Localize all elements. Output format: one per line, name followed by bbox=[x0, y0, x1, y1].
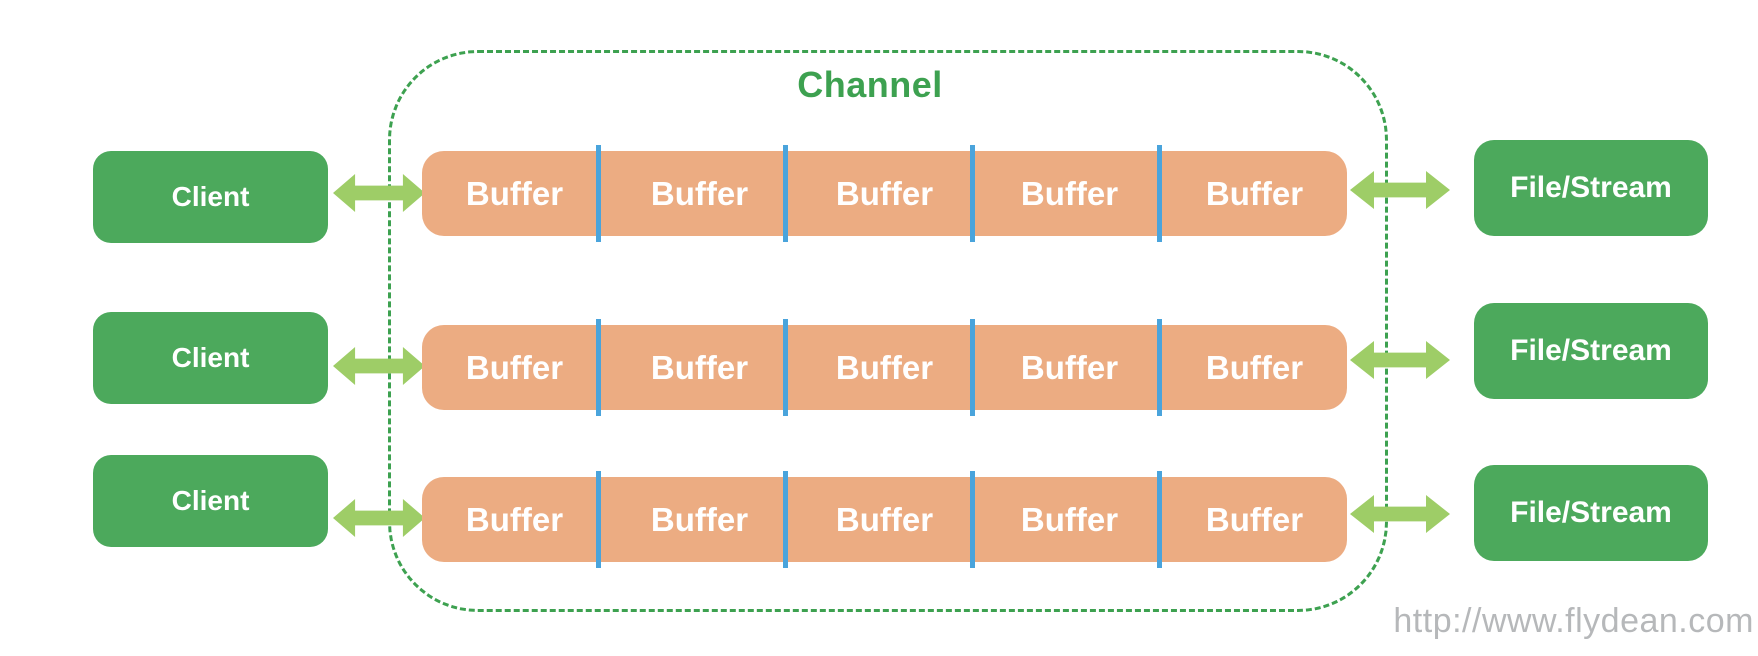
file-stream-label: File/Stream bbox=[1510, 496, 1672, 529]
buffer-segment: Buffer bbox=[465, 500, 564, 538]
channel-container bbox=[388, 50, 1388, 612]
buffer-segment: Buffer bbox=[650, 348, 749, 386]
buffer-segment: Buffer bbox=[1020, 174, 1119, 212]
buffer-divider bbox=[1157, 319, 1162, 416]
buffer-segment: Buffer bbox=[650, 174, 749, 212]
client-label: Client bbox=[171, 342, 250, 373]
bidirectional-arrow-icon bbox=[1350, 171, 1450, 209]
bidirectional-arrow-icon bbox=[1350, 495, 1450, 533]
client-box: Client bbox=[93, 455, 328, 547]
buffer-divider bbox=[970, 145, 975, 242]
buffer-segment: Buffer bbox=[1020, 348, 1119, 386]
channel-title: Channel bbox=[797, 64, 943, 105]
buffer-strip: Buffer Buffer Buffer Buffer Buffer bbox=[422, 319, 1347, 416]
buffer-segment: Buffer bbox=[1205, 174, 1304, 212]
client-label: Client bbox=[171, 181, 250, 212]
buffer-divider bbox=[596, 145, 601, 242]
buffer-divider bbox=[783, 319, 788, 416]
bidirectional-arrow-icon bbox=[1350, 341, 1450, 379]
buffer-segment: Buffer bbox=[465, 348, 564, 386]
buffer-divider bbox=[970, 471, 975, 568]
buffer-divider bbox=[1157, 471, 1162, 568]
file-stream-label: File/Stream bbox=[1510, 334, 1672, 367]
buffer-strip: Buffer Buffer Buffer Buffer Buffer bbox=[422, 471, 1347, 568]
watermark: http://www.flydean.com bbox=[1393, 602, 1754, 640]
buffer-segment: Buffer bbox=[835, 174, 934, 212]
bidirectional-arrow-icon bbox=[333, 347, 425, 385]
file-stream-box: File/Stream bbox=[1474, 303, 1708, 399]
buffer-divider bbox=[1157, 145, 1162, 242]
buffer-divider bbox=[970, 319, 975, 416]
buffer-divider bbox=[596, 319, 601, 416]
buffer-strip: Buffer Buffer Buffer Buffer Buffer bbox=[422, 145, 1347, 242]
file-stream-box: File/Stream bbox=[1474, 140, 1708, 236]
buffer-segment: Buffer bbox=[835, 348, 934, 386]
buffer-divider bbox=[783, 471, 788, 568]
buffer-divider bbox=[783, 145, 788, 242]
buffer-segment: Buffer bbox=[1205, 500, 1304, 538]
buffer-segment: Buffer bbox=[835, 500, 934, 538]
file-stream-box: File/Stream bbox=[1474, 465, 1708, 561]
buffer-segment: Buffer bbox=[650, 500, 749, 538]
buffer-segment: Buffer bbox=[1205, 348, 1304, 386]
client-box: Client bbox=[93, 312, 328, 404]
file-stream-label: File/Stream bbox=[1510, 171, 1672, 204]
client-box: Client bbox=[93, 151, 328, 243]
client-label: Client bbox=[171, 485, 250, 516]
bidirectional-arrow-icon bbox=[333, 174, 425, 212]
buffer-segment: Buffer bbox=[465, 174, 564, 212]
buffer-divider bbox=[596, 471, 601, 568]
buffer-segment: Buffer bbox=[1020, 500, 1119, 538]
bidirectional-arrow-icon bbox=[333, 499, 425, 537]
